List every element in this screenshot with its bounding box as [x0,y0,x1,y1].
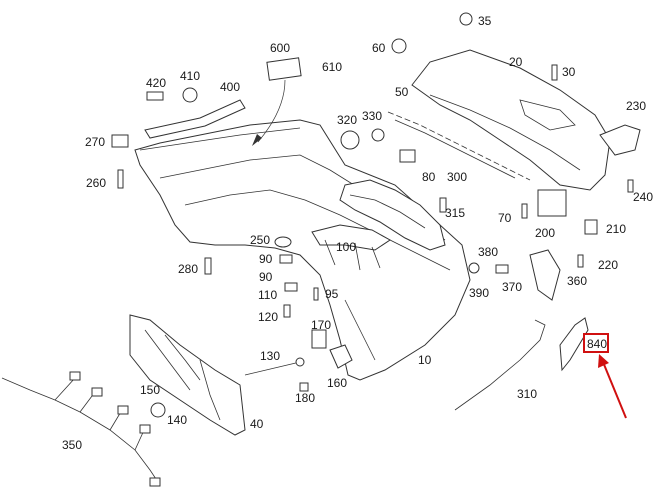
label-360: 360 [567,274,587,288]
label-315: 315 [445,206,465,220]
label-350: 350 [62,438,82,452]
label-250: 250 [250,233,270,247]
label-90a: 90 [259,252,273,266]
label-10: 10 [418,353,432,367]
label-95: 95 [325,287,339,301]
bumper-support-part [311,179,446,271]
highlight-callout[interactable]: 840 [583,333,627,419]
label-270: 270 [85,135,105,149]
label-410: 410 [180,69,200,83]
diffuser-part [411,49,611,191]
highlight-arrowhead [598,354,609,368]
small-parts [111,12,641,418]
label-420: 420 [146,76,166,90]
label-840[interactable]: 840 [587,337,607,351]
label-80: 80 [422,170,436,184]
label-200: 200 [535,226,555,240]
label-35: 35 [478,14,492,28]
label-90b: 90 [259,270,273,284]
label-40: 40 [250,417,264,431]
label-70: 70 [498,211,512,225]
label-110: 110 [258,288,277,302]
label-130: 130 [260,349,280,363]
wiring-harness-part [1,371,161,487]
highlight-box[interactable] [583,333,609,353]
label-370: 370 [502,280,522,294]
label-310: 310 [517,387,537,401]
label-150: 150 [140,383,160,397]
trim-strip-part [387,111,531,181]
label-50: 50 [395,85,409,99]
label-120: 120 [258,310,278,324]
label-140: 140 [167,413,187,427]
label-610: 610 [322,60,342,74]
highlight-arrow [602,361,627,419]
label-330: 330 [362,109,382,123]
upper-strip-part [144,99,246,139]
impact-absorber-part [129,314,246,436]
label-230: 230 [626,99,646,113]
trim-strip-310-part [454,319,546,411]
label-180: 180 [295,391,315,405]
label-210: 210 [606,222,626,236]
label-220: 220 [598,258,618,272]
label-280: 280 [178,262,198,276]
label-320: 320 [337,113,357,127]
label-60: 60 [372,41,386,55]
reflector-840-part [559,317,589,372]
assembly-arrowhead [252,134,262,146]
label-300: 300 [447,170,467,184]
assembly-arrow [257,79,286,143]
label-240: 240 [633,190,653,204]
label-160: 160 [327,376,347,390]
label-170: 170 [311,318,331,332]
callout-labels: 35 60 20 30 600 610 420 410 400 230 50 3… [62,14,653,452]
label-600: 600 [270,41,290,55]
label-380: 380 [478,245,498,259]
label-390: 390 [469,286,489,300]
label-260: 260 [86,176,106,190]
label-30: 30 [562,65,576,79]
bumper-cover-part [134,119,471,381]
label-100: 100 [336,240,356,254]
label-400: 400 [220,80,240,94]
label-20: 20 [509,55,523,69]
